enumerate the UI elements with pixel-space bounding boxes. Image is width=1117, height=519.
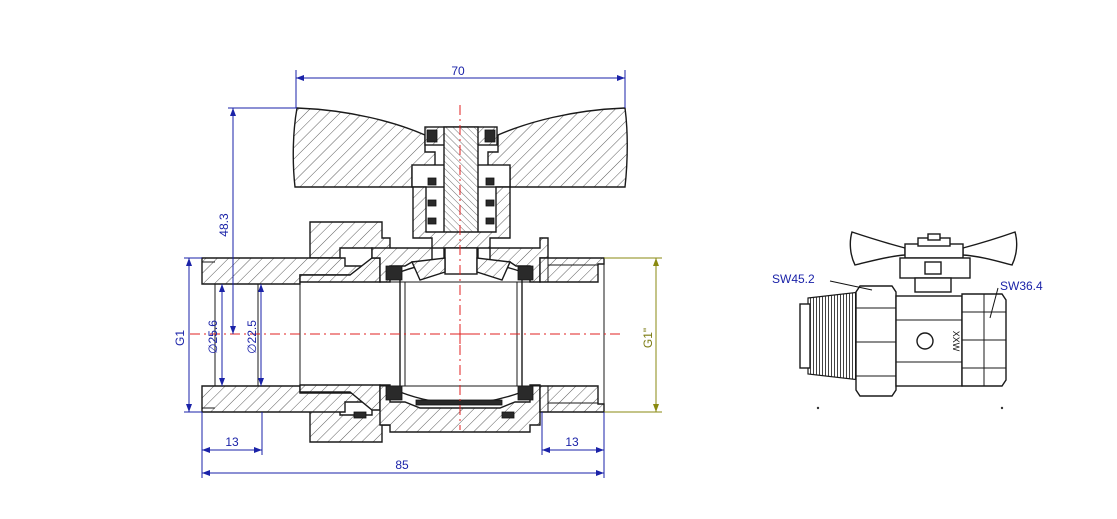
body-marking: XXW	[951, 331, 961, 352]
female-end-bottom	[539, 385, 605, 413]
dim-13-left-label: 13	[225, 435, 239, 449]
ball-seat	[517, 265, 534, 281]
dim-70-label: 70	[451, 64, 465, 78]
section-view	[190, 105, 628, 443]
dimensions: 70 48.3 G1 ∅25.6 ∅22.5 G1" 13	[173, 64, 662, 478]
female-end-top	[539, 257, 605, 283]
external-handle	[849, 231, 906, 266]
external-view: XXW SW45.2 SW36.4	[772, 231, 1043, 410]
sw-36-4-label: SW36.4	[1000, 279, 1043, 293]
ball-seat	[385, 385, 403, 401]
hex-nut-left	[855, 285, 897, 397]
butterfly-handle	[292, 107, 436, 188]
ball-seat	[517, 385, 534, 401]
stem-neck	[412, 186, 511, 249]
dim-13-right-label: 13	[565, 435, 579, 449]
dim-g1-label: G1	[173, 330, 187, 346]
sw-45-2-label: SW45.2	[772, 272, 815, 286]
ball-seat	[385, 265, 403, 281]
dim-dia-22-5-label: ∅22.5	[245, 320, 259, 354]
dim-48-3-label: 48.3	[217, 213, 231, 237]
butterfly-handle-right	[487, 107, 628, 188]
dim-g1-inch-label: G1"	[641, 328, 655, 348]
knurled-end	[807, 291, 861, 381]
dim-dia-25-6-label: ∅25.6	[206, 320, 220, 354]
dim-85-label: 85	[395, 458, 409, 472]
